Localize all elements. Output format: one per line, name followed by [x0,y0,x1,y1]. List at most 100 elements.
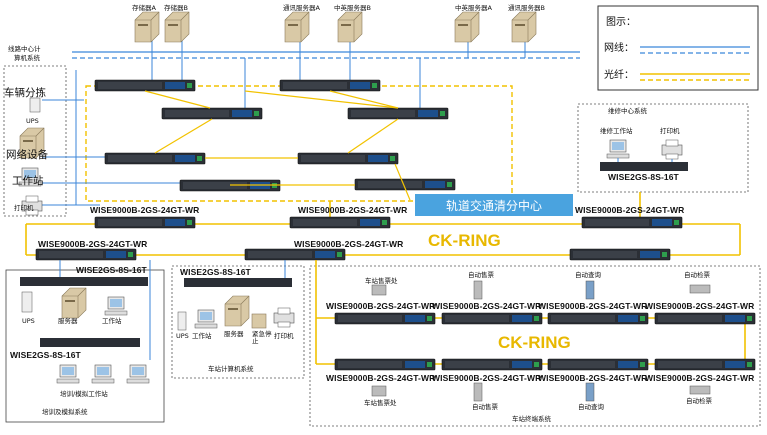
terminal-switch-label-8: WISE9000B-2GS-24GT-WR [645,373,755,383]
core-switch-6 [297,152,399,165]
ring-switch-5 [244,248,346,261]
ring-switch-2 [289,216,391,229]
clearing-center-banner: 轨道交通清分中心 [415,194,573,216]
maintenance-printer-label: 打印机 [660,127,680,135]
station-ws-label: 工作站 [192,332,212,340]
training-switch2-label: WISE2GS-8S-16T [10,350,81,360]
server-label-storage-a: 存储器A [132,4,156,12]
terminal-switch-1 [334,312,436,325]
terminal-switch-label-6: WISE9000B-2GS-24GT-WR [432,373,542,383]
ring-switch-1 [94,216,196,229]
maintenance-workstation-icon [606,139,630,159]
ups-icon [29,97,41,113]
station-printer-icon [273,307,295,328]
ring-switch-3 [581,216,683,229]
terminal-switch-5 [334,358,436,371]
training-sim-ws-2 [91,364,115,384]
server-english-b-icon [337,11,363,43]
terminal-title: 车站终端系统 [512,415,551,423]
core-switch-5 [104,152,206,165]
terminal-switch-2 [441,312,543,325]
station-server-label: 服务器 [224,330,244,338]
ring-switch-label-2: WISE9000B-2GS-24GT-WR [298,205,408,215]
core-interconnects [144,90,411,201]
station-printer-label: 打印机 [274,332,294,340]
terminal-box [309,265,761,427]
terminal-devices [371,280,711,402]
terminal-switch-4 [654,312,756,325]
server-label-comm-a: 通讯服务器A [283,4,320,12]
ring-switch-6 [569,248,671,261]
terminal-switch-3 [547,312,649,325]
station-server-icon [224,295,250,327]
station-computer-title: 车站计算机系统 [208,365,254,373]
terminal-switch-label-1: WISE9000B-2GS-24GT-WR [326,301,436,311]
core-switch-4 [347,107,449,120]
terminal-top-label-2: 自动售票 [468,271,494,279]
server-comm-a-icon [284,11,310,43]
maintenance-switch-label: WISE2GS-8S-16T [608,172,679,182]
station-workstation-icon [194,309,218,329]
ring-switch-label-5: WISE9000B-2GS-24GT-WR [294,239,404,249]
terminal-bottom-label-4: 自动检票 [686,397,712,405]
maintenance-box [577,103,749,193]
legend-copper-label: 网线： [604,43,634,54]
terminal-switch-label-5: WISE9000B-2GS-24GT-WR [326,373,436,383]
terminal-switch-8 [654,358,756,371]
server-label-comm-b: 通讯服务器B [508,4,545,12]
terminal-switch-label-4: WISE9000B-2GS-24GT-WR [645,301,755,311]
training-switch-label: WISE2GS-8S-16T [76,265,147,275]
legend-title: 图示： [606,17,636,28]
training-title: 培训及模拟系统 [42,408,88,416]
terminal-top-label-1: 车站售票处 [365,277,398,285]
terminal-switch-label-3: WISE9000B-2GS-24GT-WR [538,301,648,311]
left-item-ups: UPS [26,117,39,125]
ring-switch-label-4: WISE9000B-2GS-24GT-WR [38,239,148,249]
left-item-printer: 打印机 [14,204,34,212]
station-switch [184,278,292,287]
ring-switch-4 [35,248,137,261]
ring-switch-label-3: WISE9000B-2GS-24GT-WR [575,205,685,215]
core-switch-3 [161,107,263,120]
server-storage-a-icon [134,11,160,43]
left-item-vehicle-sort: 车辆分拣 [4,87,46,99]
server-storage-b-icon [164,11,190,43]
terminal-switch-7 [547,358,649,371]
ring-switch-label-1: WISE9000B-2GS-24GT-WR [90,205,200,215]
maintenance-printer-icon [661,139,683,160]
training-switch-1 [20,277,148,286]
maintenance-switch [600,162,688,171]
terminal-bottom-label-2: 自动售票 [472,403,498,411]
legend-box [597,5,759,91]
left-system-box [3,65,67,217]
station-emergency-label: 紧急停止 [252,330,272,345]
core-switch-2 [279,79,381,92]
core-switch-1 [94,79,196,92]
ring-label-terminal: CK-RING [498,333,571,352]
training-workstation-icon [104,296,128,316]
terminal-switch-6 [441,358,543,371]
training-switch-2 [40,338,140,347]
maintenance-title: 维修中心系统 [608,107,647,115]
terminal-bottom-label-3: 自动查询 [578,403,604,411]
station-ups-icon [177,311,187,331]
station-computer-box [171,265,305,379]
maintenance-ws-label: 维修工作站 [600,127,633,135]
left-copper-links [42,70,180,206]
training-ups-icon [21,291,33,313]
server-label-english-b: 中英服务器B [334,4,371,12]
terminal-top-label-3: 自动查询 [575,271,601,279]
training-sim-label: 培训/模拟工作站 [60,390,108,398]
ring-label-main: CK-RING [428,231,501,250]
station-switch-label: WISE2GS-8S-16T [180,267,251,277]
server-label-storage-b: 存储器B [164,4,188,12]
server-comm-b-icon [511,11,537,43]
server-english-a-icon [454,11,480,43]
emergency-stop-icon [251,313,267,329]
legend-fiber-label: 光纤： [604,70,634,81]
terminal-top-label-4: 自动检票 [684,271,710,279]
training-sim-ws-3 [126,364,150,384]
top-copper-bus [72,38,580,110]
